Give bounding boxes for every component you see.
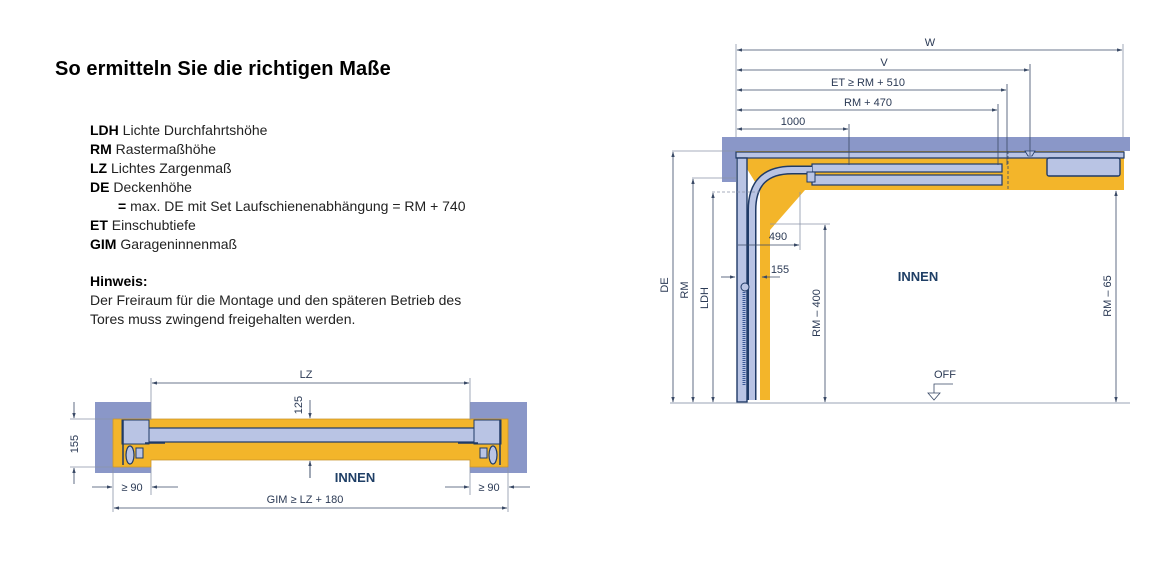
dim-ldh: LDH bbox=[699, 287, 711, 309]
dim-155-section: 155 bbox=[771, 264, 789, 276]
ceiling bbox=[722, 137, 1130, 151]
dim-lz: LZ bbox=[300, 369, 313, 381]
dim-gim: GIM ≥ LZ + 180 bbox=[267, 494, 344, 506]
legend-item-de-max: = max. DE mit Set Laufschienenabhängung … bbox=[118, 198, 466, 214]
dim-1000: 1000 bbox=[781, 116, 805, 128]
dim-rm65: RM – 65 bbox=[1102, 275, 1114, 317]
legend-item-lz: LZ Lichtes Zargenmaß bbox=[90, 160, 232, 176]
legend-item-ldh: LDH Lichte Durchfahrtshöhe bbox=[90, 122, 268, 138]
dim-490: 490 bbox=[769, 231, 787, 243]
dim-left-90: ≥ 90 bbox=[121, 482, 142, 494]
right-frame bbox=[473, 419, 502, 445]
door-panel bbox=[144, 427, 479, 443]
dim-125: 125 bbox=[293, 396, 305, 414]
legend-item-et: ET Einschubtiefe bbox=[90, 217, 196, 233]
horizontal-track bbox=[811, 163, 1003, 173]
legend-item-rm: RM Rastermaßhöhe bbox=[90, 141, 217, 157]
left-frame bbox=[121, 419, 150, 445]
note-line-1: Der Freiraum für die Montage und den spä… bbox=[90, 292, 462, 308]
dim-et: ET ≥ RM + 510 bbox=[831, 77, 905, 89]
frame-insulation bbox=[112, 418, 509, 468]
legend-item-gim: GIM Garageninnenmaß bbox=[90, 236, 238, 252]
dim-rm470: RM + 470 bbox=[844, 97, 892, 109]
floor-level-icon bbox=[927, 392, 941, 401]
dim-rm400: RM – 400 bbox=[811, 289, 823, 337]
label-off: OFF bbox=[934, 369, 956, 381]
dim-rm: RM bbox=[679, 281, 691, 298]
motor-housing bbox=[1046, 157, 1121, 177]
section-view-diagram: W V ET ≥ RM + 510 RM + 470 1000 DE RM LD… bbox=[659, 37, 1130, 404]
left-roller bbox=[125, 445, 135, 465]
note-block: Hinweis: Der Freiraum für die Montage un… bbox=[90, 272, 461, 329]
plan-view-diagram: LZ 125 155 INNEN ≥ 90 ≥ 90 GIM ≥ LZ + 18… bbox=[69, 369, 530, 512]
abbreviation-legend: LDH Lichte Durchfahrtshöhe RM Rastermaßh… bbox=[90, 121, 466, 254]
lintel bbox=[722, 137, 736, 182]
page-title: So ermitteln Sie die richtigen Maße bbox=[55, 58, 391, 80]
dim-v: V bbox=[880, 57, 888, 69]
legend-item-de: DE Deckenhöhe bbox=[90, 179, 192, 195]
note-heading: Hinweis: bbox=[90, 273, 148, 289]
dim-right-90: ≥ 90 bbox=[478, 482, 499, 494]
right-roller bbox=[488, 445, 498, 465]
dim-w: W bbox=[925, 37, 936, 49]
door-leaf-vertical bbox=[736, 157, 748, 403]
dim-de: DE bbox=[659, 277, 671, 292]
label-innen-section: INNEN bbox=[898, 269, 938, 284]
label-innen-plan: INNEN bbox=[335, 470, 375, 485]
note-line-2: Tores muss zwingend freigehalten werden. bbox=[90, 311, 356, 327]
dim-155-plan: 155 bbox=[69, 435, 81, 453]
